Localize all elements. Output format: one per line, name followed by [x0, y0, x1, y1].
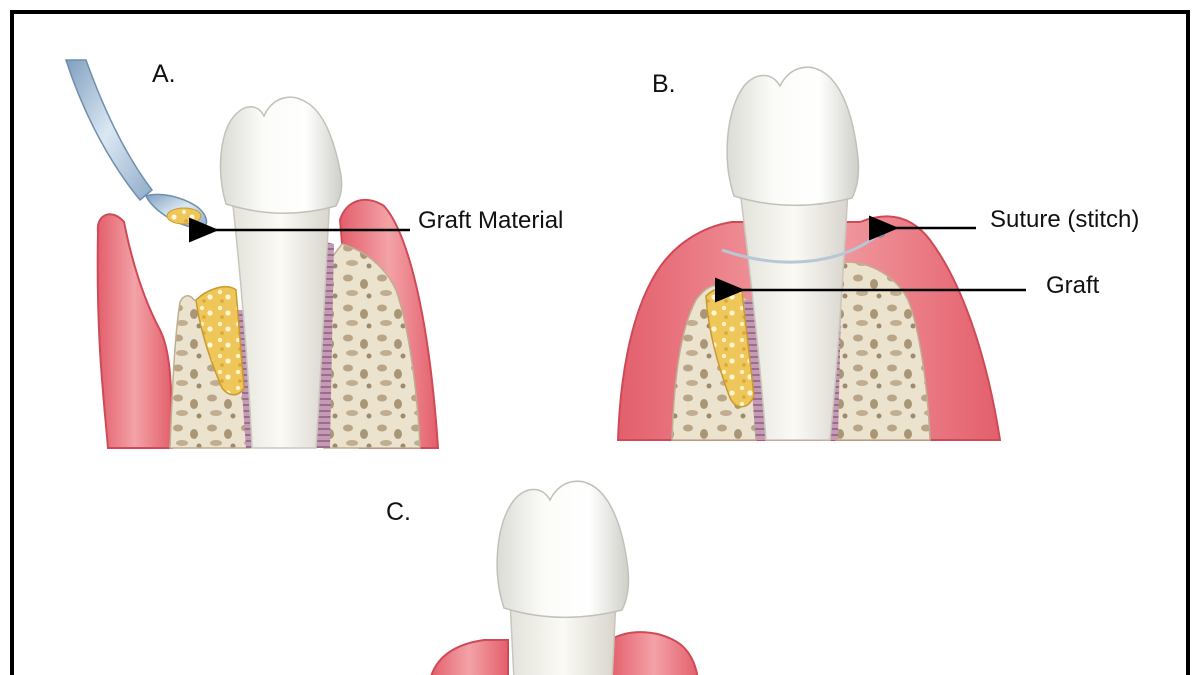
panel-c-gum-left	[430, 639, 509, 675]
panel-b-tooth-crown	[726, 66, 860, 206]
panel-b-illustration	[616, 66, 1002, 441]
panel-b-suture-knot	[874, 226, 886, 238]
panel-c-tooth-crown	[496, 480, 630, 618]
graft-label: Graft	[1046, 272, 1100, 299]
panel-b-label: B.	[652, 70, 676, 98]
panel-a-illustration	[64, 59, 440, 449]
panel-c-label: C.	[386, 498, 411, 526]
panel-c-gum-right	[609, 631, 699, 675]
panel-a-instrument	[64, 59, 154, 202]
panel-a-bone-right	[323, 243, 421, 449]
panel-a-graft	[195, 286, 245, 396]
panel-a-gum-flap	[96, 213, 174, 449]
panel-b-bone-right	[835, 261, 931, 441]
suture-label: Suture (stitch)	[990, 206, 1140, 233]
panel-a-spoon-graft	[166, 207, 202, 225]
panel-a-tooth-root	[231, 195, 331, 449]
panel-a-tooth-crown	[219, 96, 343, 215]
panel-b-suture	[721, 230, 883, 264]
panel-c-illustration	[430, 480, 699, 675]
graft-material-label: Graft Material	[418, 207, 564, 234]
panel-a-label: A.	[152, 60, 176, 88]
